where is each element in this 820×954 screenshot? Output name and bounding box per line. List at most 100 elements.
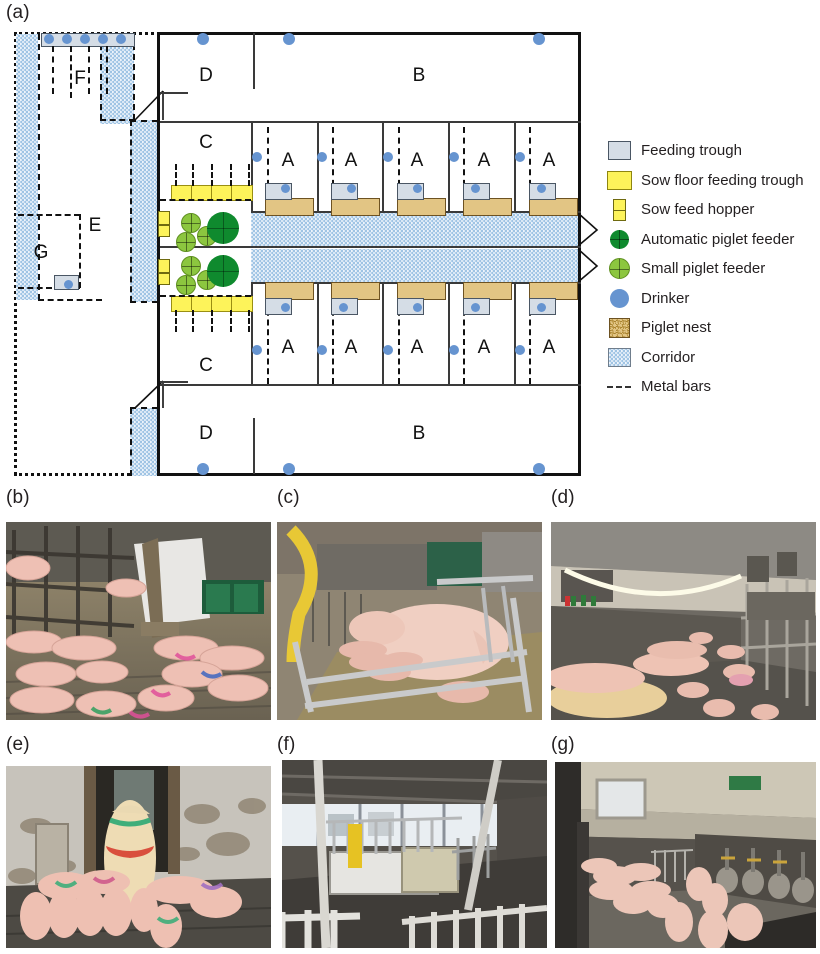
piglet-nest-pen1-1 (265, 198, 314, 216)
corridor-dash-5 (38, 299, 102, 301)
piglet-nest-pen1-2 (331, 198, 380, 216)
corridor-vertical-upper (130, 120, 157, 302)
door-stub-upper (160, 92, 188, 94)
pen-stub1-4 (462, 121, 498, 123)
panel-label-g: (g) (551, 734, 575, 755)
pen-stub2-5 (528, 384, 564, 386)
feeding-trough-icon (605, 141, 633, 161)
partition-C-D-bottom (160, 384, 581, 386)
sow-trough-div-l1 (191, 296, 192, 310)
building-wall-bottom (157, 473, 581, 476)
drinker-trough-pen1-4 (471, 184, 480, 193)
partition-D-C-top (160, 121, 581, 123)
sow-feed-hopper-icon (605, 198, 633, 221)
drinker-pen1-2 (317, 152, 327, 162)
photo-f (282, 760, 547, 948)
legend-item-drinker: Drinker (605, 284, 820, 314)
photo-c (277, 522, 542, 720)
dash-under-sowtrough-upper (160, 199, 251, 201)
automatic-piglet-feeder-lower (207, 255, 239, 287)
pen-wall-row1-3 (448, 121, 450, 213)
drinker-trough-pen2-1 (281, 303, 290, 312)
sow-trough-div-u1 (191, 185, 192, 199)
metal-bar-Cl-4 (230, 310, 232, 332)
photo-g (555, 762, 816, 948)
drinker-trough-pen1-2 (347, 184, 356, 193)
legend-item-piglet-nest: Piglet nest (605, 313, 820, 343)
G-box-top (18, 214, 80, 216)
pen-wall-row2-4 (514, 282, 516, 386)
panel-label-c: (c) (277, 487, 300, 508)
drinker-F-4 (98, 34, 108, 44)
small-piglet-feeder-icon (605, 258, 633, 280)
pen-stub2-4 (462, 384, 498, 386)
zone-label-B-top: B (412, 65, 426, 86)
divider-D-B-top (253, 33, 255, 89)
metal-bar-Cl-5 (248, 310, 250, 332)
legend-label-feeding-trough: Feeding trough (641, 142, 742, 160)
outer-wall-left-dotted (14, 32, 17, 476)
metal-bar-Cu-3 (211, 164, 213, 186)
corridor-dash-10 (130, 407, 158, 409)
legend-label-sow-floor-feeding-trough: Sow floor feeding trough (641, 171, 804, 189)
sow-trough-div-u2 (211, 185, 212, 199)
drinker-trough-pen2-2 (339, 303, 348, 312)
pen-wall-row2-2 (382, 282, 384, 386)
metal-bar-pen2-2 (332, 300, 334, 384)
panel-label-e: (e) (6, 734, 30, 755)
panel-label-a: (a) (6, 2, 30, 23)
sow-floor-feeding-trough-icon (605, 170, 633, 190)
pen-label-A-7: A (344, 337, 358, 358)
drinker-trough-pen2-3 (413, 303, 422, 312)
corridor-dash-4 (38, 34, 40, 300)
pen-label-A-1: A (281, 150, 295, 171)
pen-stub1-2 (330, 121, 366, 123)
metal-bar-Cl-1 (175, 310, 177, 332)
drinker-pen1-4 (449, 152, 459, 162)
pen-wall-row1-2 (382, 121, 384, 213)
photo-d (551, 522, 816, 720)
drinker-F-2 (62, 34, 72, 44)
drinker-icon (605, 288, 633, 308)
sow-trough-div-l2 (211, 296, 212, 310)
corridor-exit-gates (577, 212, 599, 283)
drinker-B-top-1 (283, 33, 295, 45)
metal-bar-pen2-1 (267, 300, 269, 384)
photo-b (6, 522, 271, 720)
photo-e (6, 766, 271, 948)
gate-swing-upper (134, 90, 164, 121)
drinker-pen1-3 (383, 152, 393, 162)
zone-label-F: F (74, 68, 86, 89)
sow-feed-hopper-upper (158, 211, 170, 237)
corridor-outdoor-topright (100, 34, 134, 124)
piglet-nest-pen1-3 (397, 198, 446, 216)
sow-trough-div-u3 (231, 185, 232, 199)
metal-bar-F-1 (52, 46, 54, 94)
corridor-dash-1 (100, 119, 135, 121)
drinker-trough-pen1-1 (281, 184, 290, 193)
drinker-pen2-1 (252, 345, 262, 355)
drinker-trough-pen2-5 (537, 303, 546, 312)
drinker-pen2-4 (449, 345, 459, 355)
legend-label-sow-feed-hopper: Sow feed hopper (641, 201, 755, 219)
divider-D-B-bottom (253, 418, 255, 474)
legend-item-sow-floor-feeding-trough: Sow floor feeding trough (605, 166, 820, 196)
corridor-dash-6 (130, 120, 132, 302)
drinker-pen1-1 (252, 152, 262, 162)
corridor-outdoor-left (16, 34, 38, 300)
metal-bar-pen2-4 (463, 300, 465, 384)
metal-bar-Cu-2 (192, 164, 194, 186)
automatic-piglet-feeder-icon (605, 229, 633, 249)
corridor-vertical-lower (130, 408, 157, 476)
zone-label-B-bottom: B (412, 423, 426, 444)
legend-label-corridor: Corridor (641, 348, 696, 366)
legend-item-corridor: Corridor (605, 343, 820, 373)
pen-wall-row2-0 (251, 282, 253, 386)
corridor-icon (605, 347, 633, 367)
metal-bar-pen2-5 (529, 300, 531, 384)
piglet-nest-pen1-5 (529, 198, 578, 216)
legend-label-drinker: Drinker (641, 289, 690, 307)
zone-label-G: G (33, 242, 49, 263)
drinker-B-bottom-2 (533, 463, 545, 475)
